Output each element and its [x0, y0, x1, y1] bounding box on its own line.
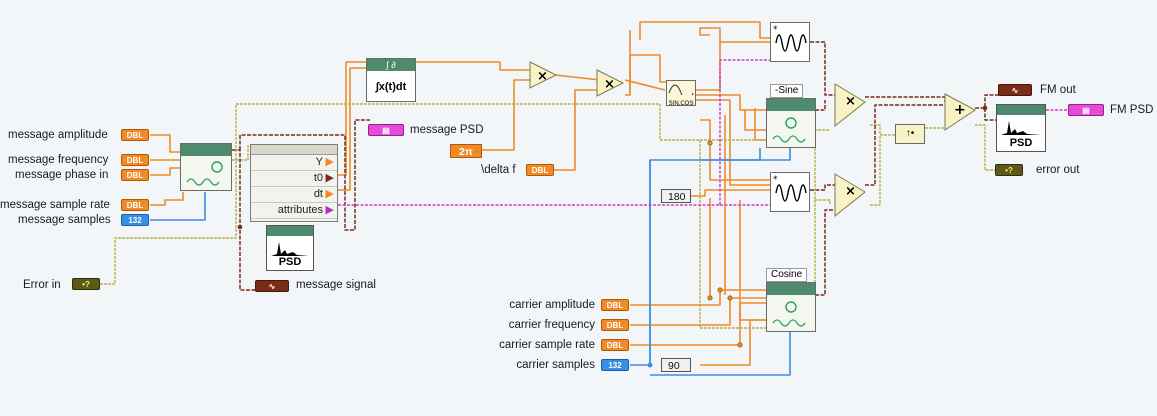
label-error-out: error out: [1036, 164, 1080, 176]
waveform-multiply-vi-top[interactable]: *: [770, 22, 810, 62]
message-psd-text: PSD: [278, 256, 302, 268]
sin-cos-node[interactable]: SIN,COS: [666, 80, 696, 107]
label-carrier-sample-rate: carrier sample rate: [499, 339, 595, 351]
integral-vi[interactable]: ∫ ∂ ∫x(t)dt: [366, 58, 416, 102]
integral-label: ∫x(t)dt: [375, 81, 407, 93]
svg-text:×: ×: [604, 77, 615, 92]
svg-text:*: *: [773, 25, 778, 35]
minus-sine-generator-vi[interactable]: [766, 98, 816, 148]
message-psd-indicator[interactable]: ▤: [368, 124, 404, 136]
waveform-icon: *: [773, 25, 807, 52]
label-message-amplitude: message amplitude: [8, 129, 108, 141]
message-psd-vi[interactable]: PSD: [266, 225, 314, 271]
waveform-property-node[interactable]: Y▶ t0▶ dt▶ attributes▶: [250, 144, 338, 222]
sincos-icon: [668, 84, 694, 102]
multiply-node-2[interactable]: ×: [595, 68, 625, 98]
prop-row-attributes[interactable]: attributes▶: [251, 203, 337, 219]
sincos-label: SIN,COS: [668, 101, 694, 107]
prop-row-dt[interactable]: dt▶: [251, 187, 337, 203]
svg-text:×: ×: [845, 184, 856, 199]
sine-wave-icon: [772, 301, 806, 327]
two-pi-constant[interactable]: 2π: [450, 144, 482, 158]
message-amplitude-control[interactable]: DBL: [121, 129, 149, 141]
label-error-in: Error in: [23, 279, 61, 291]
svg-text:+: +: [954, 102, 966, 118]
label-message-frequency: message frequency: [8, 154, 109, 166]
error-in-control[interactable]: •?: [72, 278, 100, 290]
svg-text:×: ×: [537, 69, 548, 84]
prop-row-y[interactable]: Y▶: [251, 155, 337, 171]
label-carrier-amplitude: carrier amplitude: [509, 299, 595, 311]
sine-wave-icon: [772, 117, 806, 143]
merge-errors-node[interactable]: ↑•: [895, 124, 925, 144]
delta-f-control[interactable]: DBL: [526, 164, 554, 176]
constant-90[interactable]: 90: [661, 358, 691, 372]
constant-180[interactable]: 180: [661, 189, 691, 203]
label-fm-psd: FM PSD: [1110, 104, 1154, 116]
fm-psd-vi[interactable]: PSD: [996, 104, 1046, 152]
multiply-node-1[interactable]: ×: [528, 60, 558, 90]
label-carrier-frequency: carrier frequency: [508, 319, 595, 331]
label-message-psd: message PSD: [410, 124, 484, 136]
fm-psd-text: PSD: [1009, 137, 1033, 149]
spectrum-icon: [271, 242, 309, 256]
minus-sine-label: -Sine: [770, 84, 804, 98]
message-sample-rate-control[interactable]: DBL: [121, 199, 149, 211]
message-phase-in-control[interactable]: DBL: [121, 169, 149, 181]
svg-text:*: *: [773, 175, 778, 185]
message-signal-indicator[interactable]: ∿: [255, 280, 289, 292]
prop-row-t0[interactable]: t0▶: [251, 171, 337, 187]
cosine-generator-vi[interactable]: [766, 282, 816, 332]
svg-text:×: ×: [845, 94, 856, 109]
fm-psd-indicator[interactable]: ▤: [1068, 104, 1104, 116]
message-frequency-control[interactable]: DBL: [121, 154, 149, 166]
fm-out-indicator[interactable]: ∿: [998, 84, 1032, 96]
carrier-amplitude-control[interactable]: DBL: [601, 299, 629, 311]
waveform-product-node-2[interactable]: ×: [833, 172, 867, 218]
message-sine-generator-vi[interactable]: [180, 143, 232, 191]
carrier-frequency-control[interactable]: DBL: [601, 319, 629, 331]
waveform-icon: *: [773, 175, 807, 202]
carrier-samples-control[interactable]: 132: [601, 359, 629, 371]
label-message-samples: message samples: [18, 214, 111, 226]
label-message-signal: message signal: [296, 279, 376, 291]
label-delta-f: \delta f: [481, 164, 516, 176]
label-fm-out: FM out: [1040, 84, 1076, 96]
waveform-add-node[interactable]: +: [943, 92, 977, 132]
label-carrier-samples: carrier samples: [516, 359, 595, 371]
message-samples-control[interactable]: 132: [121, 214, 149, 226]
waveform-product-node-1[interactable]: ×: [833, 82, 867, 128]
waveform-multiply-vi-bottom[interactable]: *: [770, 172, 810, 212]
cosine-label: Cosine: [766, 268, 808, 282]
label-message-phase-in: message phase in: [15, 169, 109, 181]
sine-wave-icon: [186, 161, 223, 186]
spectrum-icon: [1001, 121, 1041, 135]
error-out-indicator[interactable]: •?: [995, 164, 1023, 176]
carrier-sample-rate-control[interactable]: DBL: [601, 339, 629, 351]
label-message-sample-rate: message sample rate: [0, 199, 110, 211]
